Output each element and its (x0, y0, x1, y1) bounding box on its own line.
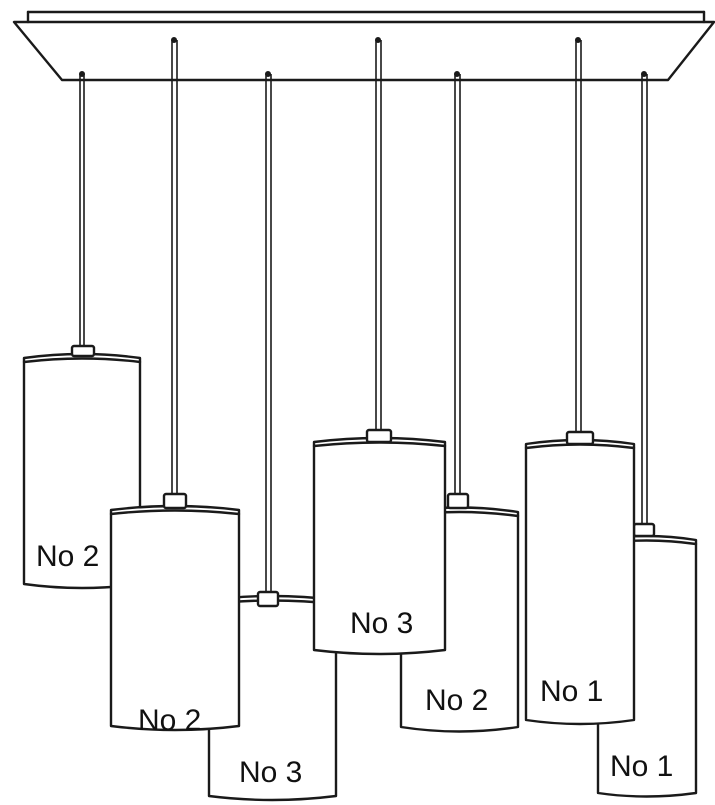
pendant-2-label: Nо 2 (138, 704, 202, 737)
pendant-3-label: Nо 3 (239, 756, 303, 789)
pendant-6-label: Nо 1 (540, 675, 604, 708)
pendant-7-label: Nо 1 (610, 750, 674, 783)
cords (79, 37, 648, 592)
pendant-1-label: Nо 2 (36, 540, 100, 573)
shade-6 (524, 430, 636, 726)
ceiling-canopy (12, 10, 715, 82)
shade-2 (109, 492, 241, 732)
pendant-4-label: Nо 3 (350, 607, 414, 640)
shade-4 (312, 428, 447, 656)
pendant-5-label: Nо 2 (425, 684, 489, 717)
